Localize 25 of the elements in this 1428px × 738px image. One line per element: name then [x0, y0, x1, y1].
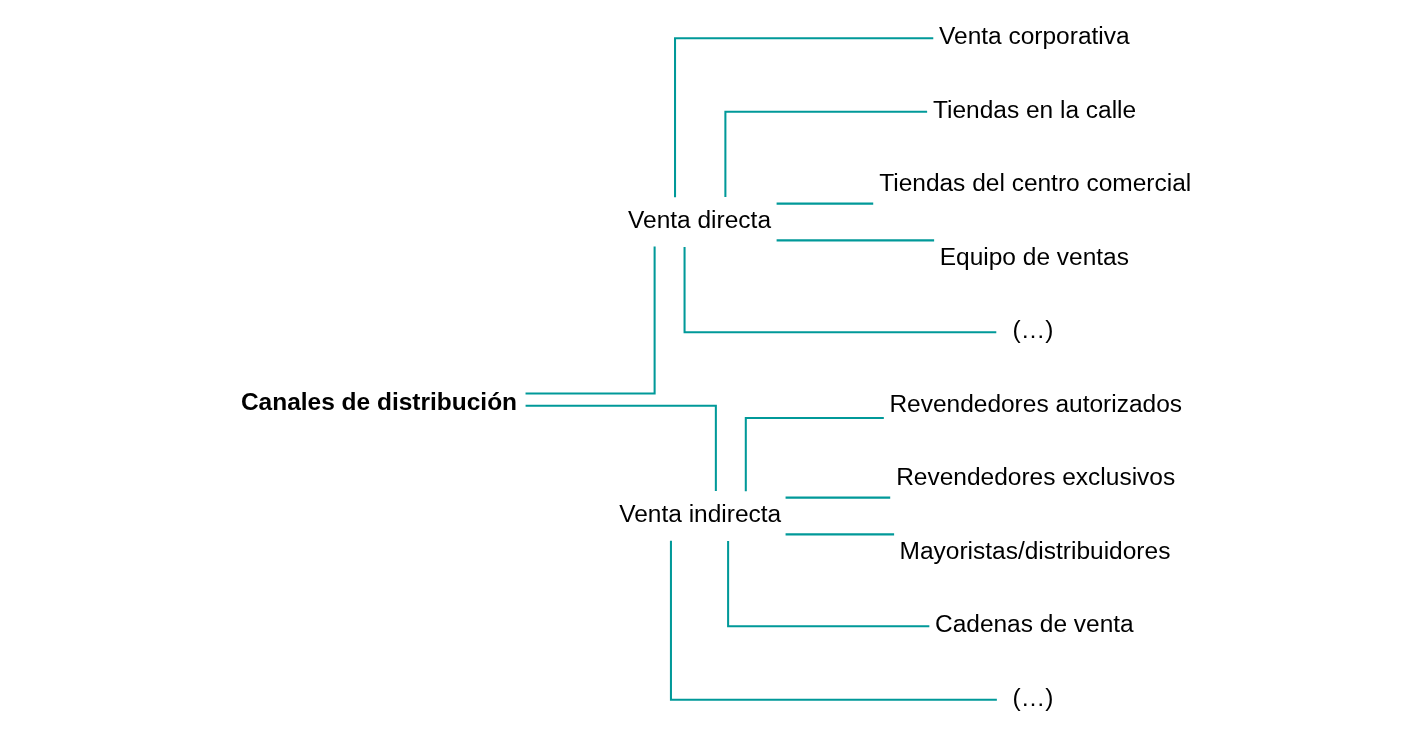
connector [723, 110, 927, 197]
connector [683, 247, 996, 334]
connector [726, 541, 929, 628]
node-text: Mayoristas/distribuidores [899, 536, 1170, 564]
node-text: Canales de distribución [240, 388, 517, 416]
node-text: (…) [1012, 316, 1053, 344]
connector [744, 416, 884, 492]
node-text: Cadenas de venta [934, 610, 1134, 638]
node-text: Revendedores exclusivos [895, 463, 1175, 491]
connector [525, 246, 656, 395]
connector [673, 37, 933, 198]
connector [525, 404, 717, 491]
connector [785, 496, 890, 499]
node-text: Tiendas en la calle [932, 95, 1136, 123]
connector [776, 202, 873, 205]
node-text: Venta directa [627, 206, 771, 234]
node-text: Revendedores autorizados [888, 389, 1182, 417]
node-text: (…) [1012, 683, 1053, 711]
connector [669, 540, 997, 701]
connector [785, 533, 894, 536]
node-text: Venta corporativa [938, 22, 1130, 50]
node-text: Venta indirecta [618, 499, 781, 527]
connector [776, 239, 934, 242]
node-text: Equipo de ventas [939, 242, 1129, 270]
node-text: Tiendas del centro comercial [878, 169, 1191, 197]
